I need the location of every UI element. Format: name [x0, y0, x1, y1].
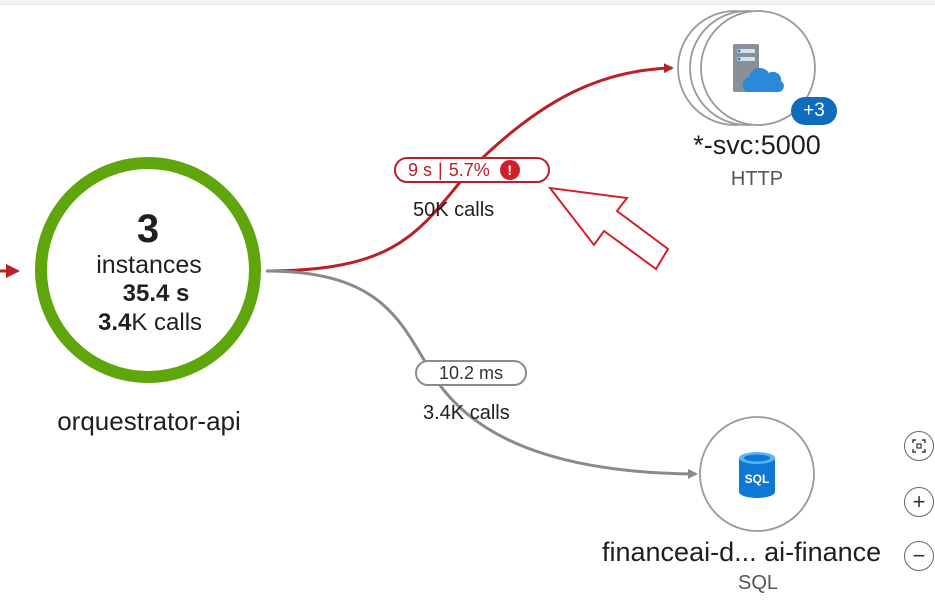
- main-node-name[interactable]: orquestrator-api: [57, 406, 241, 436]
- sql-icon-text: SQL: [745, 472, 770, 486]
- http-edge-separator: |: [438, 159, 443, 180]
- http-node-name[interactable]: *-svc:5000: [693, 130, 821, 160]
- http-node-type: HTTP: [730, 168, 784, 190]
- fit-to-screen-button[interactable]: [904, 431, 934, 461]
- instances-label: instances: [96, 251, 202, 279]
- server-cloud-icon: [733, 44, 784, 92]
- sql-database-icon: SQL: [739, 452, 775, 498]
- annotation-arrow: [547, 186, 670, 271]
- sql-node-name[interactable]: financeai-d... ai-finance: [602, 537, 882, 567]
- fit-to-screen-icon: [912, 439, 926, 453]
- sql-edge-metrics[interactable]: 10.2 ms: [415, 360, 527, 386]
- incoming-edge[interactable]: [0, 264, 20, 278]
- calls-count: 3.4K calls: [98, 309, 202, 337]
- top-border: [0, 0, 935, 5]
- http-edge-failure-rate: 5.7%: [448, 159, 490, 180]
- http-edge-metrics[interactable]: 9 s | 5.7% !: [394, 157, 550, 183]
- http-edge-time: 9 s: [408, 159, 433, 180]
- error-icon: !: [499, 160, 520, 180]
- sql-edge-calls: 3.4K calls: [423, 402, 510, 424]
- more-nodes-badge[interactable]: +3: [791, 97, 837, 125]
- instance-count: 3: [136, 207, 160, 251]
- calls-count-bold: 3.4: [97, 309, 132, 336]
- http-edge-calls: 50K calls: [413, 199, 495, 221]
- sql-node-type: SQL: [737, 572, 779, 594]
- sql-edge-time: 10.2 ms: [438, 362, 504, 383]
- zoom-in-button[interactable]: +: [904, 487, 934, 517]
- main-node-ring[interactable]: [35, 157, 261, 383]
- duration-value: 35.4 s: [122, 280, 190, 307]
- zoom-out-button[interactable]: −: [904, 541, 934, 571]
- calls-count-suffix: K calls: [131, 309, 203, 336]
